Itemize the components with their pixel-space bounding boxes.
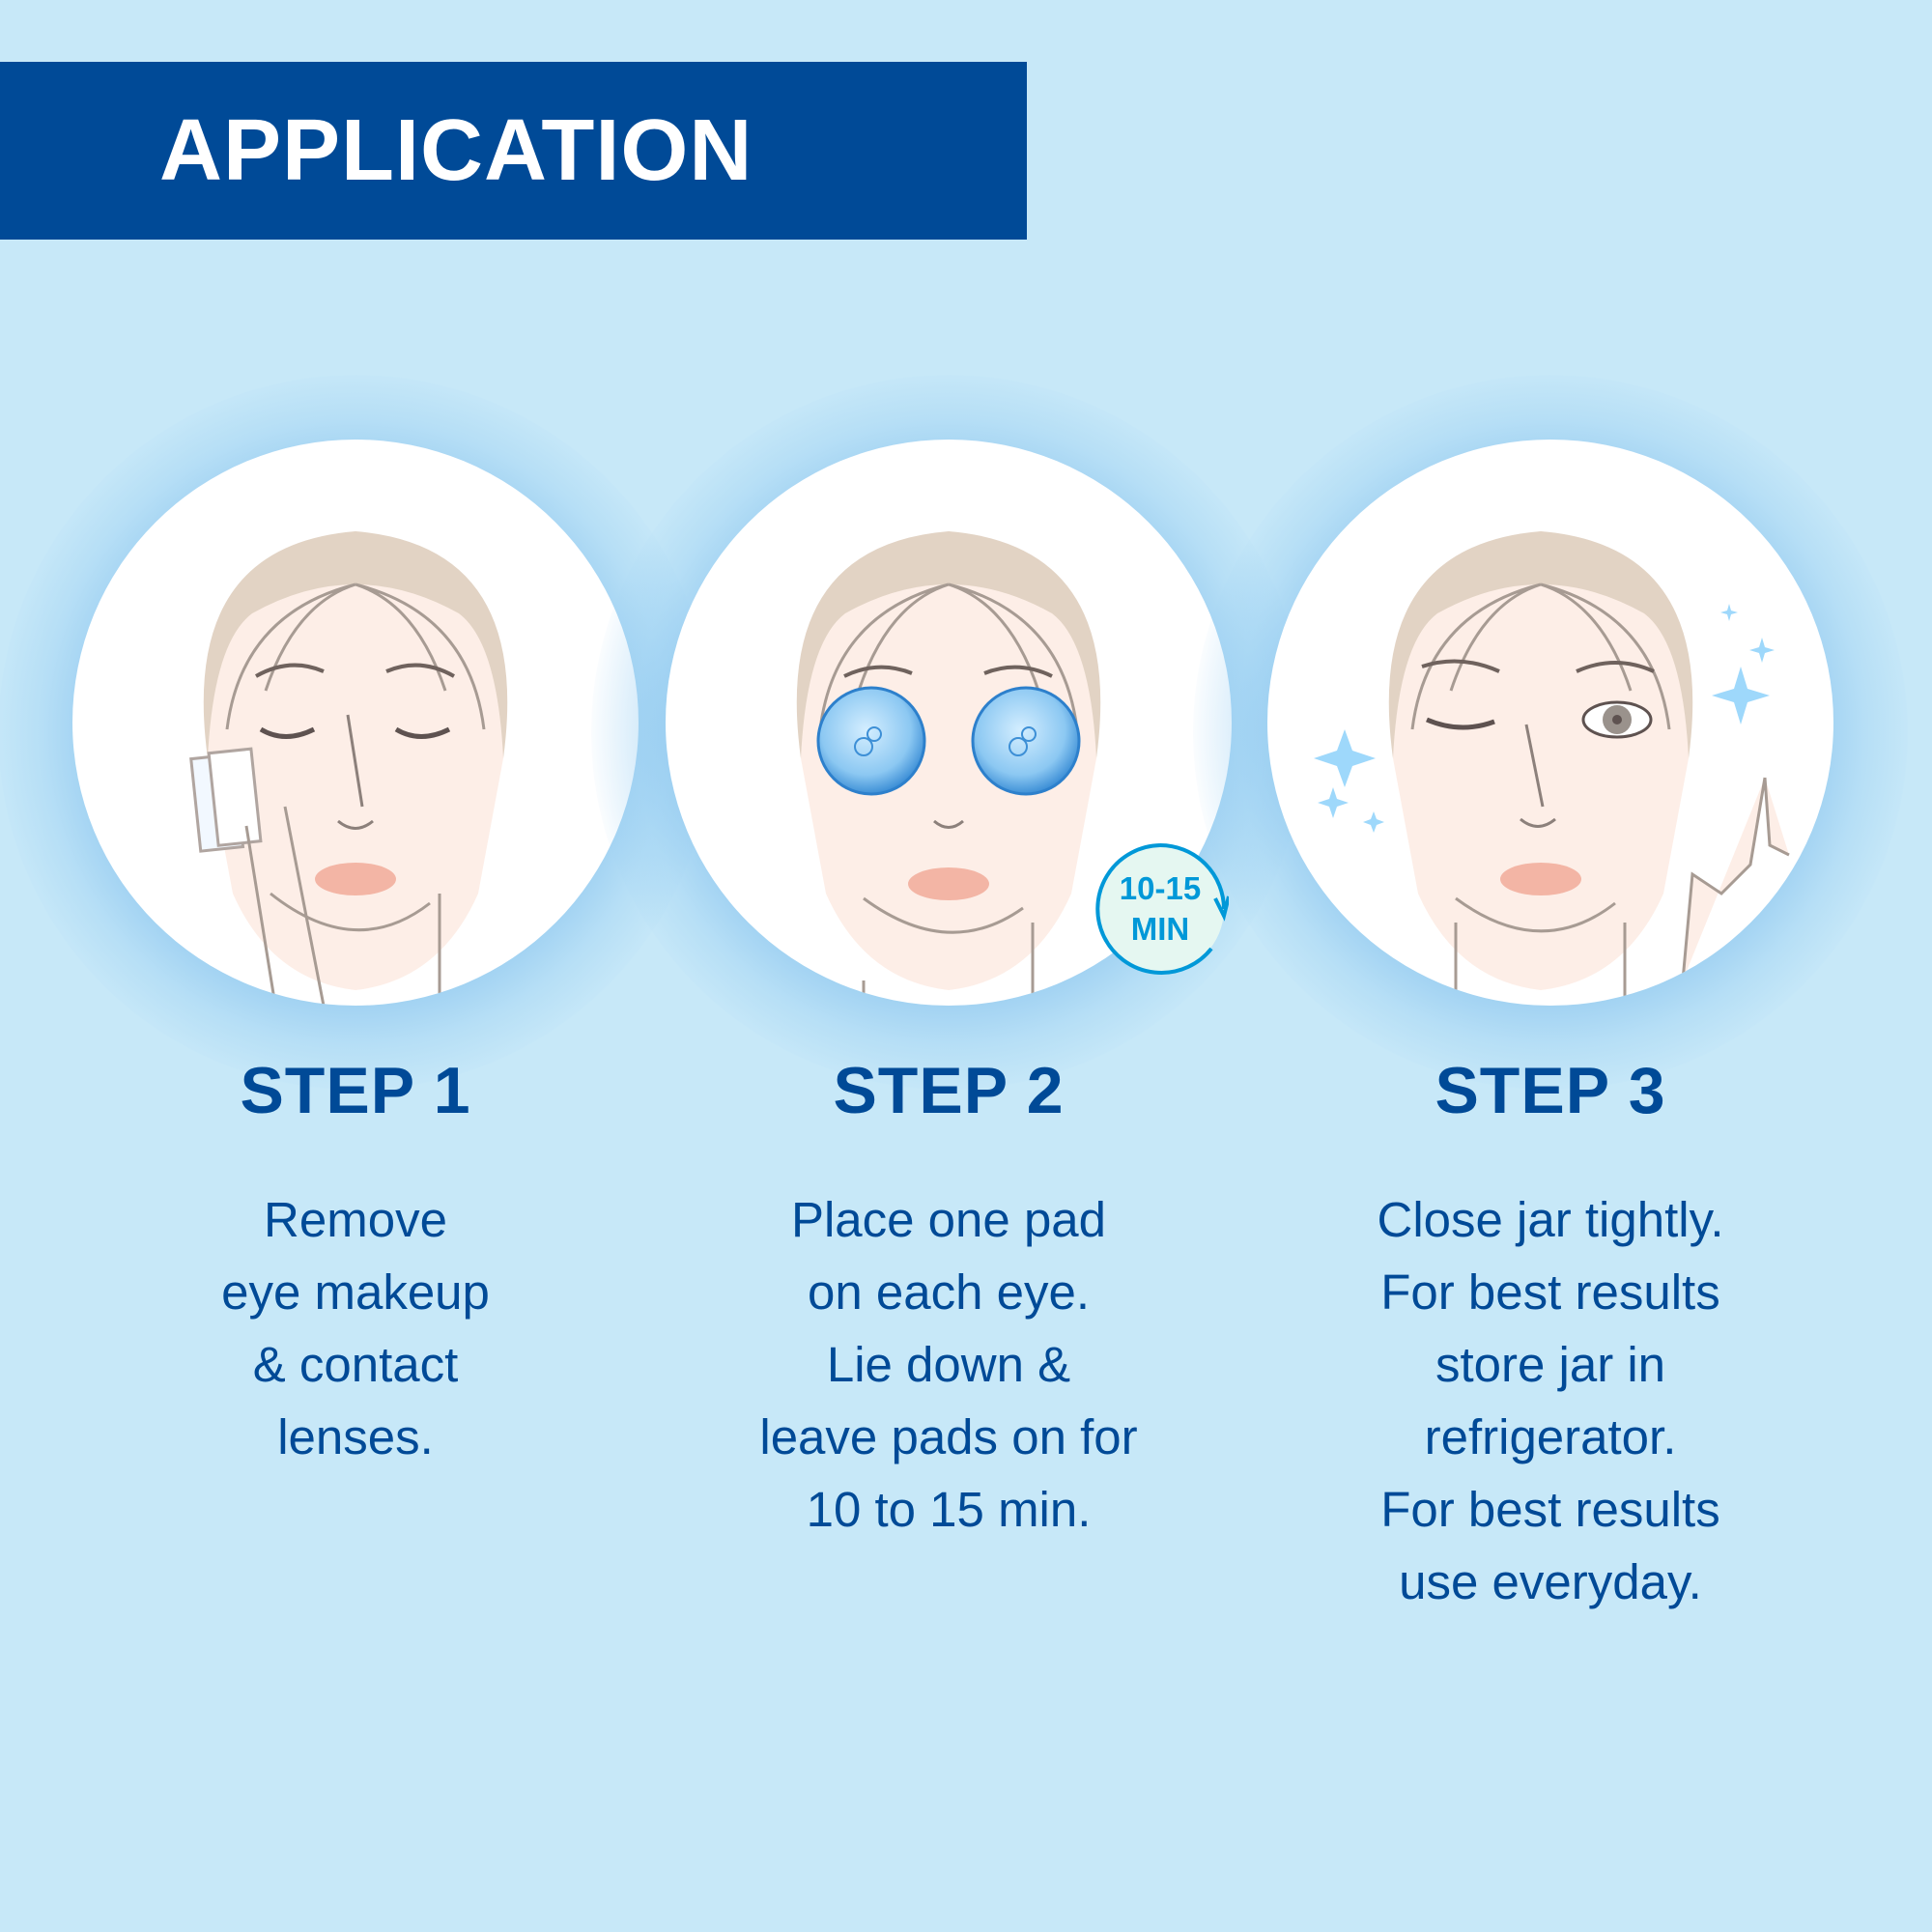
step-title: STEP 2 [833,1054,1065,1127]
description-line: eye makeup [221,1264,490,1320]
header-banner: APPLICATION [0,62,1027,240]
step-title: STEP 1 [240,1054,471,1127]
step-3-illustration [1267,440,1833,1006]
description-line: 10 to 15 min. [806,1482,1092,1537]
description-line: on each eye. [807,1264,1091,1320]
step-description: Close jar tightly. For best results stor… [1251,1183,1850,1618]
description-line: & contact [252,1337,459,1392]
description-line: Place one pad [790,1192,1107,1247]
step-1: STEP 1 Remove eye makeup & contact lense… [0,0,713,1932]
description-line: Close jar tightly. [1377,1192,1724,1247]
step-description: Remove eye makeup & contact lenses. [56,1183,655,1473]
description-line: Remove [264,1192,447,1247]
description-line: refrigerator. [1424,1409,1677,1464]
face-wink-sparkles-icon [1314,531,1790,1006]
description-line: store jar in [1435,1337,1666,1392]
description-line: For best results [1380,1482,1720,1537]
face-eye-pads-icon [796,531,1101,1006]
timer-duration: 10-15 [1119,870,1202,906]
step-2-illustration [666,440,1232,1006]
description-line: For best results [1380,1264,1720,1320]
description-line: Lie down & [826,1337,1071,1392]
clock-arrow-icon [1095,843,1229,975]
timer-unit: MIN [1130,911,1190,947]
description-line: lenses. [277,1409,434,1464]
timer-badge: 10-15 MIN [1092,840,1229,978]
step-1-illustration [72,440,639,1006]
page-title: APPLICATION [159,102,753,199]
step-title: STEP 3 [1435,1054,1666,1127]
step-2: STEP 2 Place one pad on each eye. Lie do… [591,0,1306,1932]
face-cotton-pad-icon [189,531,508,1006]
step-description: Place one pad on each eye. Lie down & le… [649,1183,1248,1546]
description-line: use everyday. [1399,1554,1702,1609]
description-line: leave pads on for [759,1409,1138,1464]
step-3: STEP 3 Close jar tightly. For best resul… [1193,0,1908,1932]
